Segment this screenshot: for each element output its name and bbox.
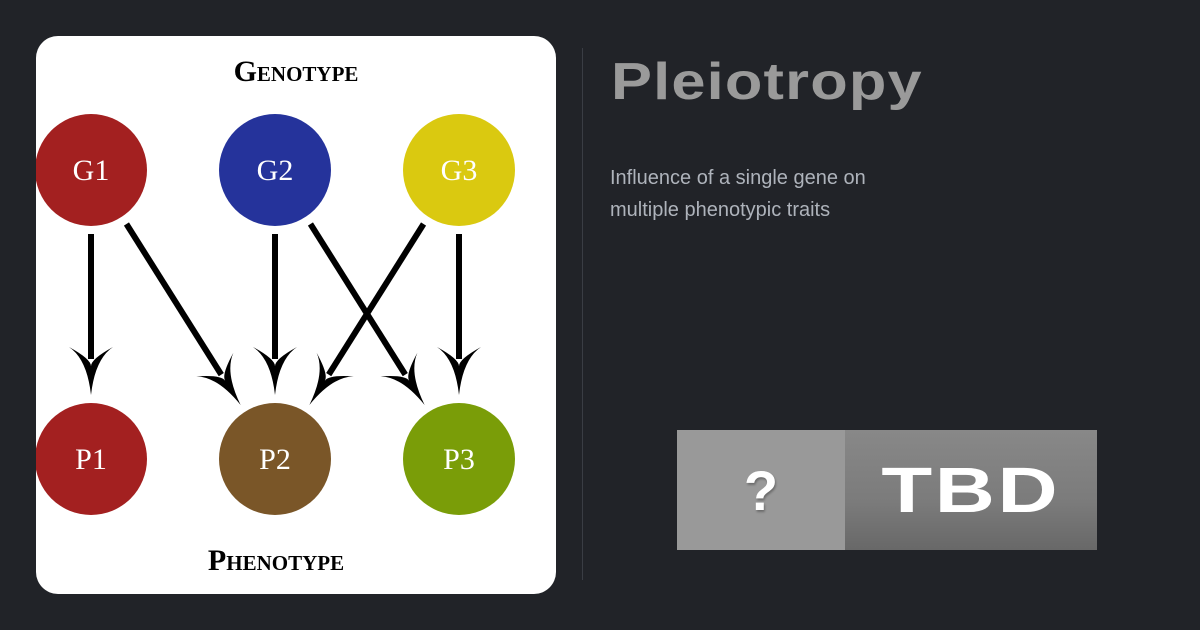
phenotype-node-p2: P2	[219, 403, 331, 515]
question-icon: ?	[677, 430, 845, 550]
divider	[582, 48, 583, 580]
node-label: P1	[75, 443, 107, 476]
gene-node-g1: G1	[36, 114, 147, 226]
phenotype-node-p3: P3	[403, 403, 515, 515]
page-title: Pleiotropy	[611, 53, 923, 111]
status-badge: ? TBD	[677, 430, 1097, 550]
gene-node-g3: G3	[403, 114, 515, 226]
phenotype-node-p1: P1	[36, 403, 147, 515]
arrow-g2-p3	[307, 222, 425, 406]
arrow-g1-p2	[123, 222, 241, 406]
arrow-g3-p3	[437, 234, 481, 395]
node-label: P3	[443, 443, 475, 476]
node-label: G2	[257, 154, 294, 187]
status-badge-label: TBD	[845, 430, 1097, 550]
page-subtitle: Influence of a single gene on multiple p…	[610, 167, 866, 221]
phenotype-label: PHENOTYPE	[208, 544, 344, 577]
node-label: G3	[441, 154, 478, 187]
node-label: G1	[73, 154, 110, 187]
genotype-label: GENOTYPE	[234, 55, 359, 88]
node-label: P2	[259, 443, 291, 476]
arrow-g3-p2	[309, 222, 427, 406]
arrow-g1-p1	[69, 234, 113, 395]
gene-node-g2: G2	[219, 114, 331, 226]
arrow-g2-p2	[253, 234, 297, 395]
